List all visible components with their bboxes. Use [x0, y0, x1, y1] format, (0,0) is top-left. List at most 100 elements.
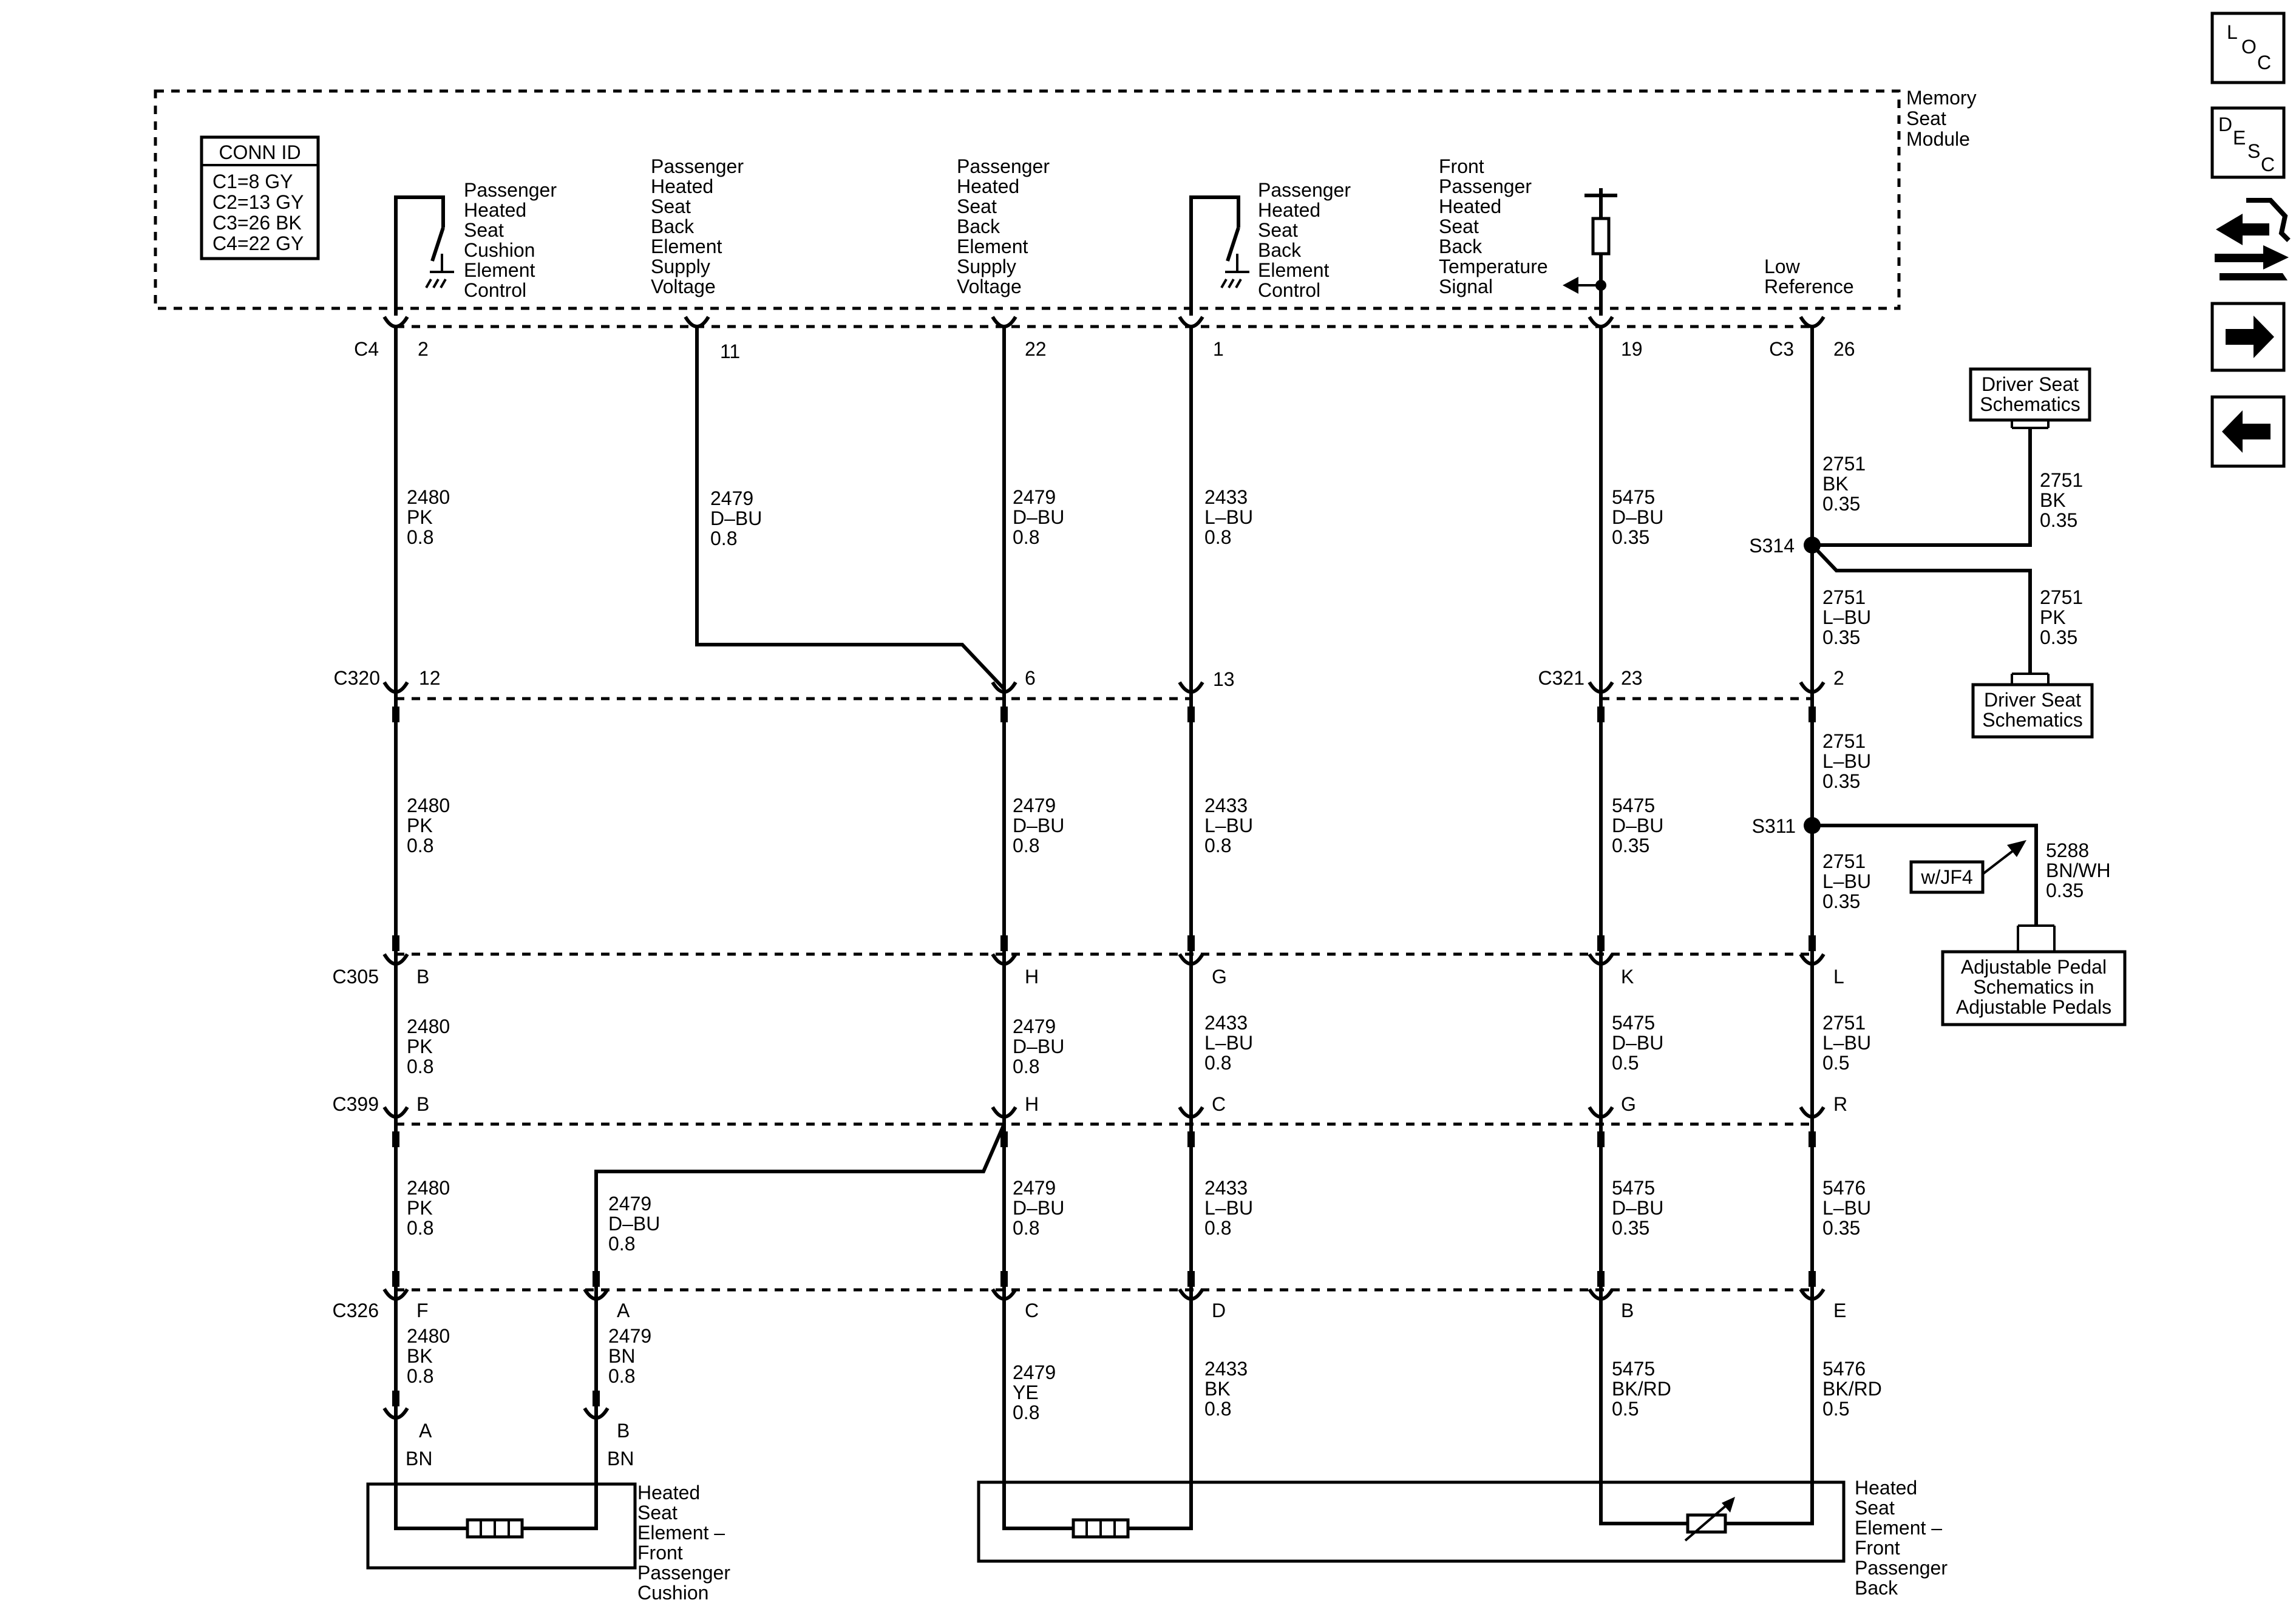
svg-text:C4: C4	[354, 338, 379, 360]
svg-text:E: E	[1833, 1300, 1846, 1321]
wire-2479-upper	[695, 327, 1006, 691]
svg-text:K: K	[1621, 966, 1634, 988]
svg-text:B: B	[1621, 1300, 1634, 1321]
thermistor-icon	[1684, 1497, 1735, 1542]
connector-symbols	[384, 317, 1824, 1418]
back-control-switch-icon	[1189, 195, 1249, 316]
svg-text:C: C	[1212, 1093, 1226, 1115]
svg-text:O: O	[2241, 36, 2257, 58]
svg-text:C: C	[2261, 154, 2275, 175]
svg-text:E: E	[2233, 127, 2246, 149]
svg-text:C326: C326	[333, 1300, 379, 1321]
svg-text:6: 6	[1025, 667, 1036, 689]
nav-next-button[interactable]	[2210, 302, 2286, 372]
svg-text:B: B	[416, 966, 429, 988]
splice-s311	[1804, 817, 1821, 834]
svg-text:L: L	[1833, 966, 1844, 988]
svg-text:2: 2	[1833, 667, 1844, 689]
nav-desc-button[interactable]: D E S C	[2210, 106, 2286, 179]
module-boundary	[154, 89, 1901, 310]
previous-arrow-icon	[2222, 410, 2271, 453]
connector-rows	[396, 325, 1812, 1292]
svg-text:13: 13	[1213, 668, 1235, 690]
option-w-jf4: w/JF4	[1909, 840, 2026, 894]
nav-connector-button[interactable]	[2215, 198, 2291, 280]
svg-text:26: 26	[1833, 338, 1855, 360]
svg-text:C: C	[1025, 1300, 1039, 1321]
svg-text:F: F	[416, 1300, 429, 1321]
svg-text:C: C	[2257, 52, 2271, 73]
svg-text:G: G	[1212, 966, 1227, 988]
wire-2751-bk-branch	[1812, 428, 2032, 547]
svg-text:12: 12	[419, 667, 441, 689]
svg-text:B: B	[416, 1093, 429, 1115]
svg-text:23: 23	[1621, 667, 1643, 689]
svg-text:S: S	[2247, 140, 2260, 162]
svg-text:D: D	[1212, 1300, 1226, 1321]
svg-text:A: A	[419, 1420, 432, 1442]
svg-text:S314: S314	[1749, 535, 1795, 557]
svg-text:11: 11	[720, 341, 740, 362]
nav-previous-button[interactable]	[2210, 395, 2286, 468]
wire-5288-branch	[1812, 824, 2038, 926]
nav-loc-button[interactable]: L O C	[2210, 12, 2286, 84]
svg-text:C321: C321	[1538, 667, 1585, 689]
svg-text:C3: C3	[1769, 338, 1794, 360]
svg-text:H: H	[1025, 966, 1039, 988]
svg-text:2: 2	[418, 338, 429, 360]
wire-2751-pk-branch	[1810, 543, 2032, 674]
svg-text:C399: C399	[333, 1093, 379, 1115]
svg-text:H: H	[1025, 1093, 1039, 1115]
splice-s314	[1804, 537, 1821, 554]
svg-text:A: A	[617, 1300, 630, 1321]
svg-text:R: R	[1833, 1093, 1847, 1115]
svg-text:G: G	[1621, 1093, 1636, 1115]
svg-text:C320: C320	[334, 667, 381, 689]
svg-text:D: D	[2218, 114, 2232, 135]
svg-text:1: 1	[1213, 338, 1224, 360]
cushion-control-switch-icon	[394, 195, 454, 316]
pin-numbers: 2 11 22 1 19 26 12 6 13 23 2 B H G K L B…	[416, 338, 1855, 1442]
svg-text:BN: BN	[607, 1448, 634, 1470]
